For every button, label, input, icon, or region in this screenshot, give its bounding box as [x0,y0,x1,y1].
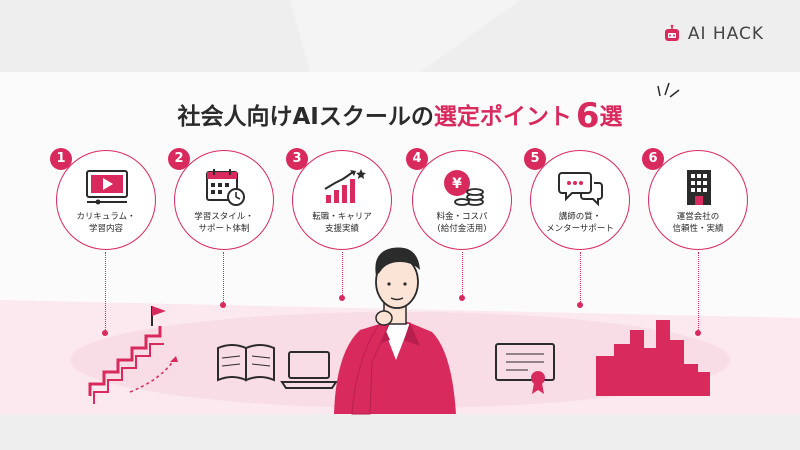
point-label-5: 講師の質・メンターサポート [546,212,614,234]
point-label-2: 学習スタイル・サポート体制 [194,212,254,234]
office-building-icon [687,170,711,205]
connector-6 [695,252,701,336]
point-number-5: 5 [524,148,546,170]
growth-chart-icon [324,169,366,203]
city-skyline-icon [596,320,710,396]
point-card-5: 講師の質・メンターサポート [530,150,630,250]
point-card-4: ¥ 料金・コスパ(給付金活用) [412,150,512,250]
brand-logo: AI HACK [662,24,764,44]
point-number-1: 1 [50,148,72,170]
svg-text:¥: ¥ [452,176,462,192]
point-card-2: 学習スタイル・サポート体制 [174,150,274,250]
point-card-1: カリキュラム・学習内容 [56,150,156,250]
thinking-person-illustration [334,247,456,415]
connector-1 [102,252,108,336]
point-number-6: 6 [642,148,664,170]
point-label-4: 料金・コスパ(給付金活用) [436,212,488,234]
point-card-6: 運営会社の信頼性・実績 [648,150,748,250]
connector-3 [339,252,345,301]
point-card-3: 転職・キャリア支援実績 [292,150,392,250]
point-number-3: 3 [286,148,308,170]
point-number-2: 2 [168,148,190,170]
open-book-icon [217,344,275,382]
robot-logo-icon [664,24,679,41]
yen-coins-icon: ¥ [444,170,484,206]
title-accent: 選定ポイント [433,104,572,130]
point-label-1: カリキュラム・学習内容 [76,212,136,234]
point-label-6: 運営会社の信頼性・実績 [672,212,724,234]
laptop-icon [280,351,338,389]
calendar-clock-icon [206,169,245,206]
point-label-3: 転職・キャリア支援実績 [312,212,372,234]
connector-4 [459,252,465,301]
stairs-flag-icon [88,306,178,404]
chat-bubbles-icon [558,172,603,207]
certificate-icon [495,343,555,394]
title-number: 6 [575,96,600,136]
sparkle-icon [657,82,680,98]
video-player-icon [86,170,128,205]
connector-2 [220,252,226,308]
connector-5 [577,252,583,308]
title-suffix: 選 [599,104,623,130]
title-main: 社会人向けAIスクールの [177,104,434,130]
point-number-4: 4 [406,148,428,170]
brand-name: AI HACK [687,24,764,44]
